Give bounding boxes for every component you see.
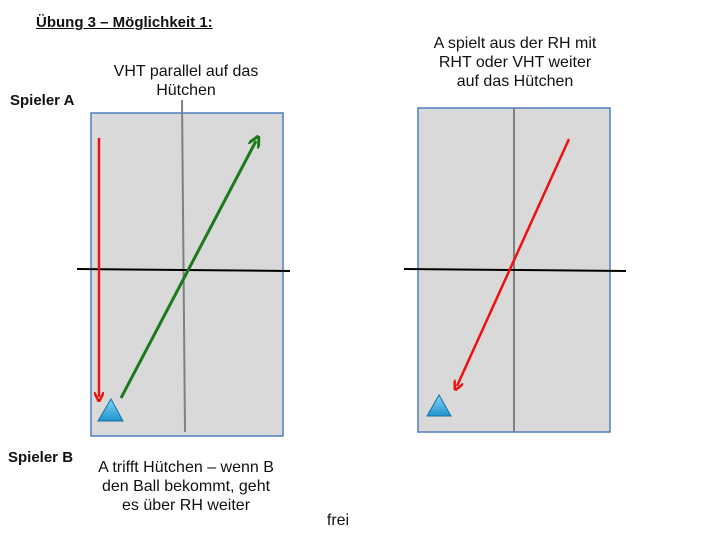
right-table-net <box>403 268 627 272</box>
left-table-net <box>76 268 291 272</box>
right-table <box>403 107 627 433</box>
left-table-bottom-caption: A trifft Hütchen – wenn B den Ball bekom… <box>98 459 274 514</box>
player-b-label: Spieler B <box>8 449 74 466</box>
green-arrow-left <box>119 141 256 399</box>
left-table-top-caption: VHT parallel auf das Hütchen <box>113 63 259 99</box>
footer-note: frei <box>326 512 350 529</box>
left-table <box>76 99 291 437</box>
exercise-title: Übung 3 – Möglichkeit 1: <box>36 14 213 31</box>
cone-icon <box>426 393 452 417</box>
player-a-label: Spieler A <box>10 92 75 109</box>
right-table-top-caption: A spielt aus der RH mit RHT oder VHT wei… <box>433 35 597 90</box>
cone-icon <box>97 397 124 422</box>
red-arrow-right <box>457 138 571 386</box>
left-table-center-line <box>181 99 186 433</box>
